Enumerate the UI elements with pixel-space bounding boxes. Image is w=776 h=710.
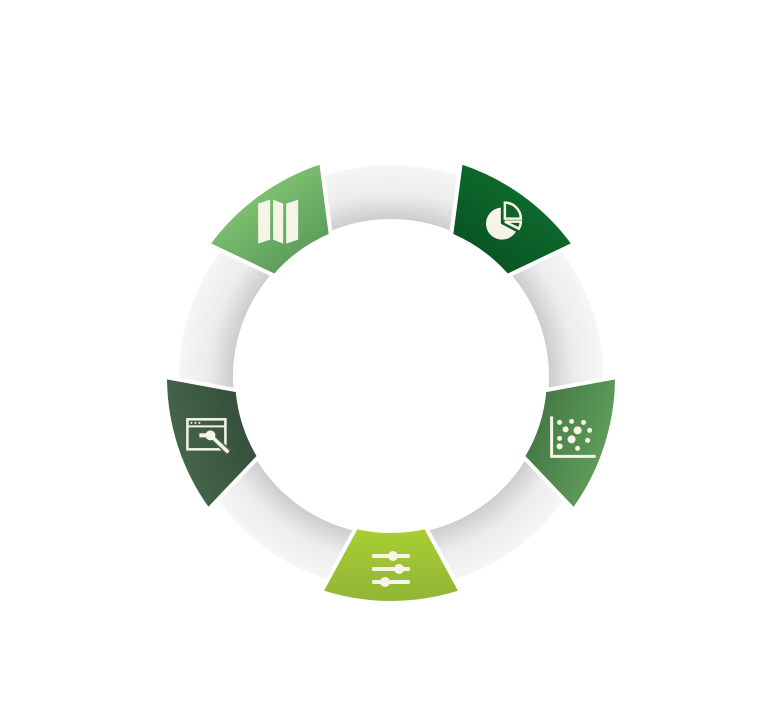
segment-shape: [162, 374, 262, 513]
segment-pie-chart: [448, 159, 577, 279]
segment-scatter-plot: [520, 374, 620, 513]
segments-group: [162, 159, 620, 605]
scatter-plot-icon: [550, 416, 596, 458]
paintbrush-window-icon: [186, 418, 231, 455]
map-icon: [258, 199, 299, 244]
pie-chart-icon: [486, 201, 523, 240]
segment-design-window: [162, 374, 262, 513]
sliders-icon: [372, 551, 410, 587]
segment-sliders: [318, 524, 464, 605]
segment-shape: [318, 524, 464, 605]
segment-shape: [520, 374, 620, 513]
segment-map: [205, 159, 334, 279]
